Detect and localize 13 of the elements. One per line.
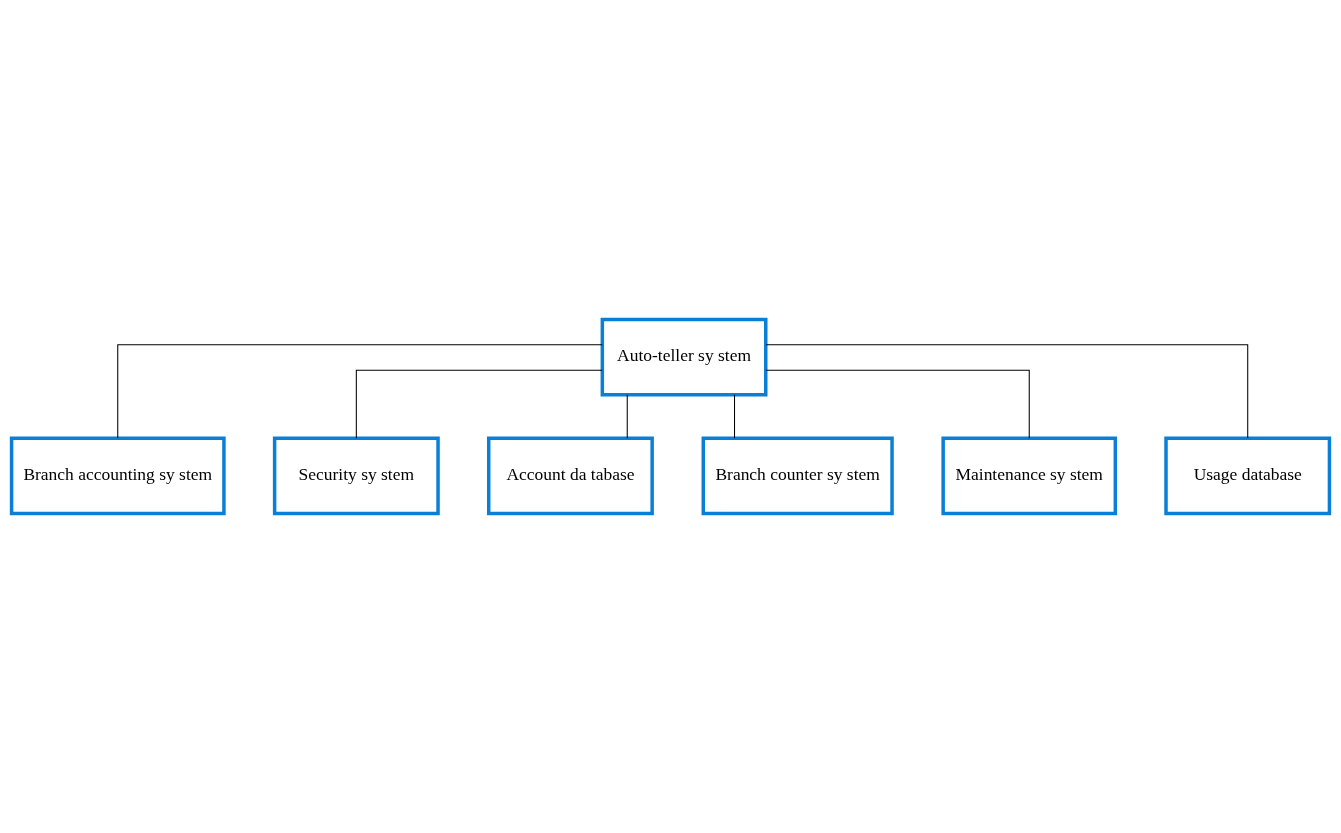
node-box: Maintenance sy stem xyxy=(941,436,1118,516)
connector xyxy=(626,394,628,439)
connector xyxy=(734,394,736,439)
node-box: Usage database xyxy=(1164,436,1332,516)
connector xyxy=(765,344,1249,439)
node-box: Account da tabase xyxy=(487,436,654,516)
node-box: Auto-teller sy stem xyxy=(600,317,768,397)
connector xyxy=(765,369,1030,439)
connector xyxy=(355,369,603,439)
node-box: Security sy stem xyxy=(272,436,440,516)
connector xyxy=(117,344,603,439)
node-box: Branch counter sy stem xyxy=(701,436,894,516)
node-box: Branch accounting sy stem xyxy=(9,436,226,516)
